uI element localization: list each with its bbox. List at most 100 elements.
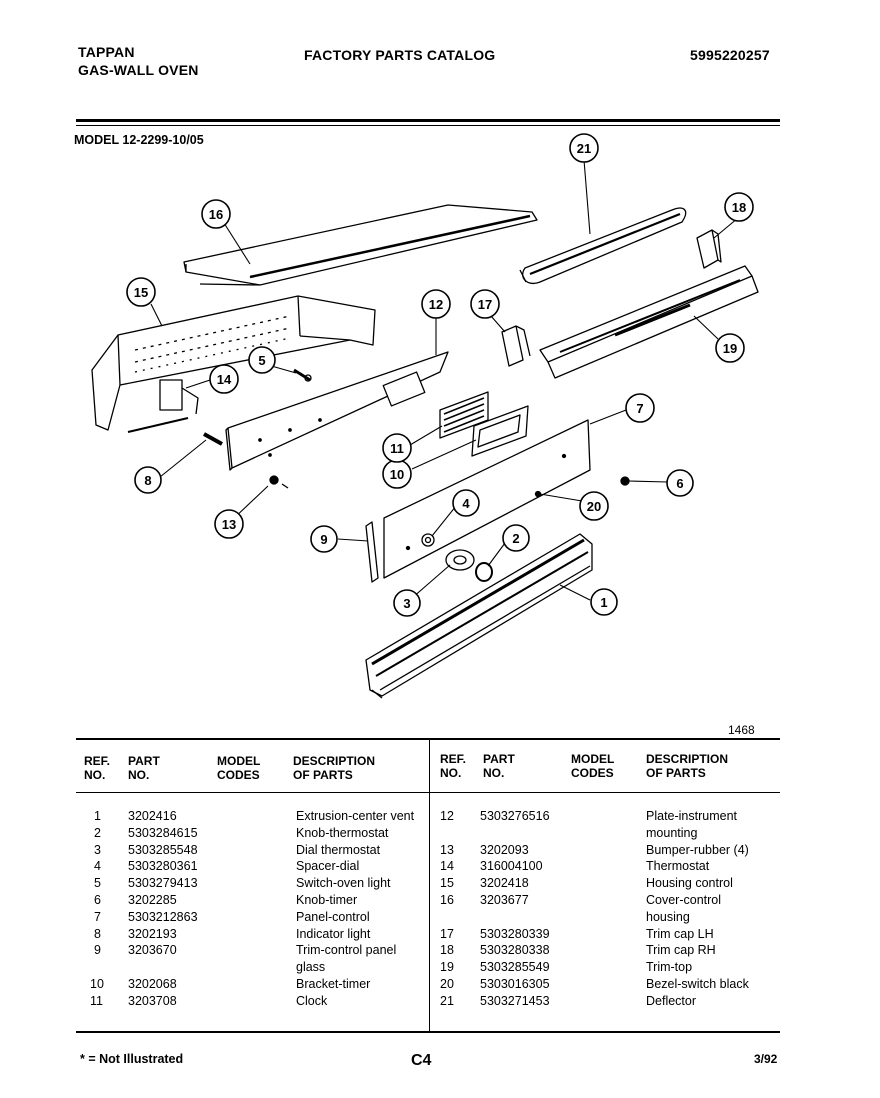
ref-cell: 19 — [440, 960, 454, 975]
part-cell: 5303212863 — [128, 909, 198, 924]
desc-cell: glass — [296, 960, 326, 975]
part-cell: 3202068 — [128, 977, 177, 991]
callout-7: 7 — [625, 393, 655, 423]
callout-18: 18 — [724, 192, 754, 222]
ref-cell: 20 — [440, 977, 454, 991]
part-cell: 3203708 — [128, 993, 177, 1008]
desc-cell: Cover-control — [646, 893, 722, 907]
part-cell: 3202285 — [128, 893, 177, 907]
desc-cell: Deflector — [646, 993, 697, 1008]
ref-cell: 13 — [440, 842, 454, 857]
part-10-bracket-timer — [471, 405, 529, 457]
ref-cell: 3 — [94, 842, 101, 857]
ref-cell: 12 — [440, 809, 454, 823]
part-cell: 5303016305 — [480, 977, 550, 991]
callout-9: 9 — [310, 525, 338, 553]
callout-8: 8 — [134, 466, 162, 494]
table-header-rule — [76, 792, 780, 793]
callout-3: 3 — [393, 589, 421, 617]
header-ref-left: REF.NO. — [84, 754, 111, 782]
svg-text:19: 19 — [723, 341, 737, 356]
header-ref-right: REF.NO. — [440, 752, 467, 780]
part-cell: 5303280361 — [128, 859, 198, 874]
svg-text:18: 18 — [732, 200, 746, 215]
desc-cell: Bracket-timer — [296, 977, 371, 991]
part-cell: 5303285548 — [128, 842, 198, 857]
desc-cell: Panel-control — [296, 909, 370, 924]
desc-cell: Bezel-switch black — [646, 977, 749, 991]
svg-text:1: 1 — [600, 595, 607, 610]
part-3-dial-thermostat — [445, 549, 475, 571]
callout-11: 11 — [382, 433, 412, 463]
svg-text:7: 7 — [636, 401, 643, 416]
revision-date: 3/92 — [754, 1052, 778, 1066]
part-cell: 3202093 — [480, 842, 529, 857]
header-rule-thin — [76, 125, 780, 126]
part-13-bumper-rubber — [269, 475, 289, 489]
svg-text:21: 21 — [577, 141, 591, 156]
desc-cell: Thermostat — [646, 859, 710, 874]
part-cell: 3202418 — [480, 876, 529, 891]
part-14-thermostat — [127, 379, 199, 433]
desc-cell: Trim-top — [646, 960, 693, 975]
callout-4: 4 — [452, 489, 480, 517]
header-rule-thick — [76, 119, 780, 122]
callout-21: 21 — [569, 133, 599, 163]
ref-cell: 17 — [440, 926, 454, 941]
ref-cell: 6 — [94, 893, 101, 907]
svg-text:6: 6 — [676, 476, 683, 491]
ref-cell: 5 — [94, 876, 101, 891]
svg-text:15: 15 — [134, 285, 148, 300]
brand-line1: TAPPAN — [78, 44, 135, 60]
ref-cell: 14 — [440, 859, 454, 874]
part-11-clock — [439, 391, 489, 439]
ref-cell: 8 — [94, 926, 101, 941]
desc-cell: Switch-oven light — [296, 876, 391, 891]
desc-cell: Trim-control panel — [296, 943, 397, 958]
part-15-housing-control — [91, 295, 376, 431]
desc-cell: Plate-instrument — [646, 809, 738, 823]
part-19-trim-top — [539, 265, 759, 379]
part-2-knob-thermostat — [475, 562, 493, 582]
callout-16: 16 — [201, 199, 231, 229]
part-9-trim-control-panel-glass — [365, 521, 379, 583]
svg-text:14: 14 — [217, 372, 232, 387]
part-8-indicator-light — [203, 432, 223, 446]
brand-line2: GAS-WALL OVEN — [78, 62, 199, 78]
ref-cell: 16 — [440, 893, 454, 907]
svg-text:13: 13 — [222, 517, 236, 532]
part-16-cover-control-housing — [183, 204, 538, 286]
callout-19: 19 — [715, 333, 745, 363]
ref-cell: 2 — [94, 825, 101, 840]
part-7-panel-control — [383, 419, 591, 579]
ref-cell: 9 — [94, 943, 101, 958]
desc-cell: Knob-timer — [296, 893, 358, 907]
ref-cell: 7 — [94, 909, 101, 924]
ref-cell: 21 — [440, 993, 454, 1008]
callout-5: 5 — [248, 346, 276, 374]
callout-15: 15 — [126, 277, 156, 307]
part-1-extrusion-center-vent — [365, 533, 593, 699]
part-12-plate-instrument-mounting — [225, 351, 449, 471]
callout-14: 14 — [209, 364, 239, 394]
part-cell: 5303285549 — [480, 960, 550, 975]
catalog-number: 5995220257 — [690, 47, 770, 63]
part-17-trim-cap-lh — [501, 325, 531, 367]
part-cell: 5303280338 — [480, 943, 550, 958]
svg-text:8: 8 — [144, 473, 151, 488]
part-cell: 3202193 — [128, 926, 177, 941]
callout-6: 6 — [666, 469, 694, 497]
ref-cell: 18 — [440, 943, 454, 958]
page-code: C4 — [411, 1052, 432, 1069]
desc-cell: Trim cap RH — [646, 943, 716, 958]
svg-text:4: 4 — [462, 496, 470, 511]
svg-text:12: 12 — [429, 297, 443, 312]
svg-text:20: 20 — [587, 499, 601, 514]
svg-text:3: 3 — [403, 596, 410, 611]
part-cell: 5303284615 — [128, 825, 198, 840]
ref-cell: 1 — [94, 809, 101, 823]
